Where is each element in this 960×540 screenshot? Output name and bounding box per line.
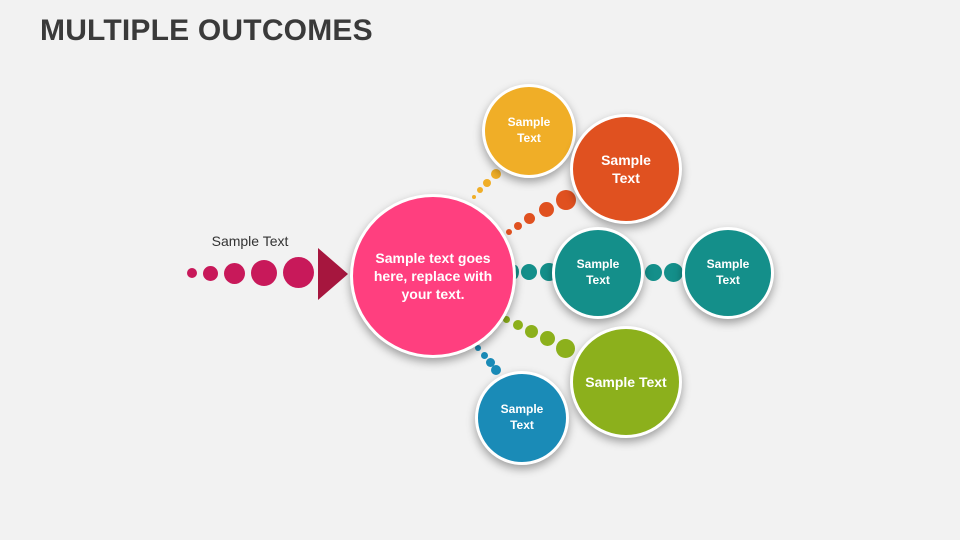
connector-dot — [483, 179, 491, 187]
outcome-circle-yellow: Sample Text — [482, 84, 576, 178]
outcome-circle-teal-2: Sample Text — [682, 227, 774, 319]
outcome-circle-teal-1: Sample Text — [552, 227, 644, 319]
connector-dot — [503, 316, 510, 323]
outcome-text: Sample Text — [601, 151, 651, 186]
input-dot — [224, 263, 245, 284]
connector-dot — [481, 352, 488, 359]
connector-dot — [645, 264, 662, 281]
connector-dot — [556, 190, 576, 210]
center-circle: Sample text goes here, replace with your… — [350, 194, 516, 358]
connector-dot — [506, 229, 512, 235]
connector-dot — [514, 222, 522, 230]
input-dot — [187, 268, 197, 278]
connector-dot — [540, 331, 555, 346]
outcome-text: Sample Text — [500, 402, 544, 432]
center-text: Sample text goes here, replace with your… — [373, 249, 493, 303]
outcome-circle-orange: Sample Text — [570, 114, 682, 224]
connector-dot — [521, 264, 537, 280]
connector-dot — [513, 320, 523, 330]
page-title: MULTIPLE OUTCOMES — [40, 14, 373, 47]
connector-dot — [491, 169, 501, 179]
connector-dot — [524, 213, 535, 224]
outcome-text: Sample Text — [507, 115, 551, 145]
outcome-text: Sample Text — [585, 373, 667, 390]
connector-dot — [556, 339, 575, 358]
input-dot — [251, 260, 277, 286]
connector-dot — [472, 195, 476, 199]
input-dot — [283, 257, 314, 288]
connector-dot — [525, 325, 538, 338]
connector-dot — [477, 187, 483, 193]
outcome-circle-green: Sample Text — [570, 326, 682, 438]
outcome-circle-blue: Sample Text — [475, 371, 569, 465]
connector-dot — [664, 263, 683, 282]
input-label: Sample Text — [211, 233, 289, 249]
arrow-icon — [318, 248, 348, 300]
connector-dot — [539, 202, 554, 217]
connector-dot — [491, 365, 501, 375]
outcome-text: Sample Text — [576, 257, 620, 287]
connector-dot — [486, 358, 495, 367]
outcome-text: Sample Text — [706, 257, 750, 287]
connector-dot — [475, 345, 481, 351]
input-dot — [203, 266, 218, 281]
